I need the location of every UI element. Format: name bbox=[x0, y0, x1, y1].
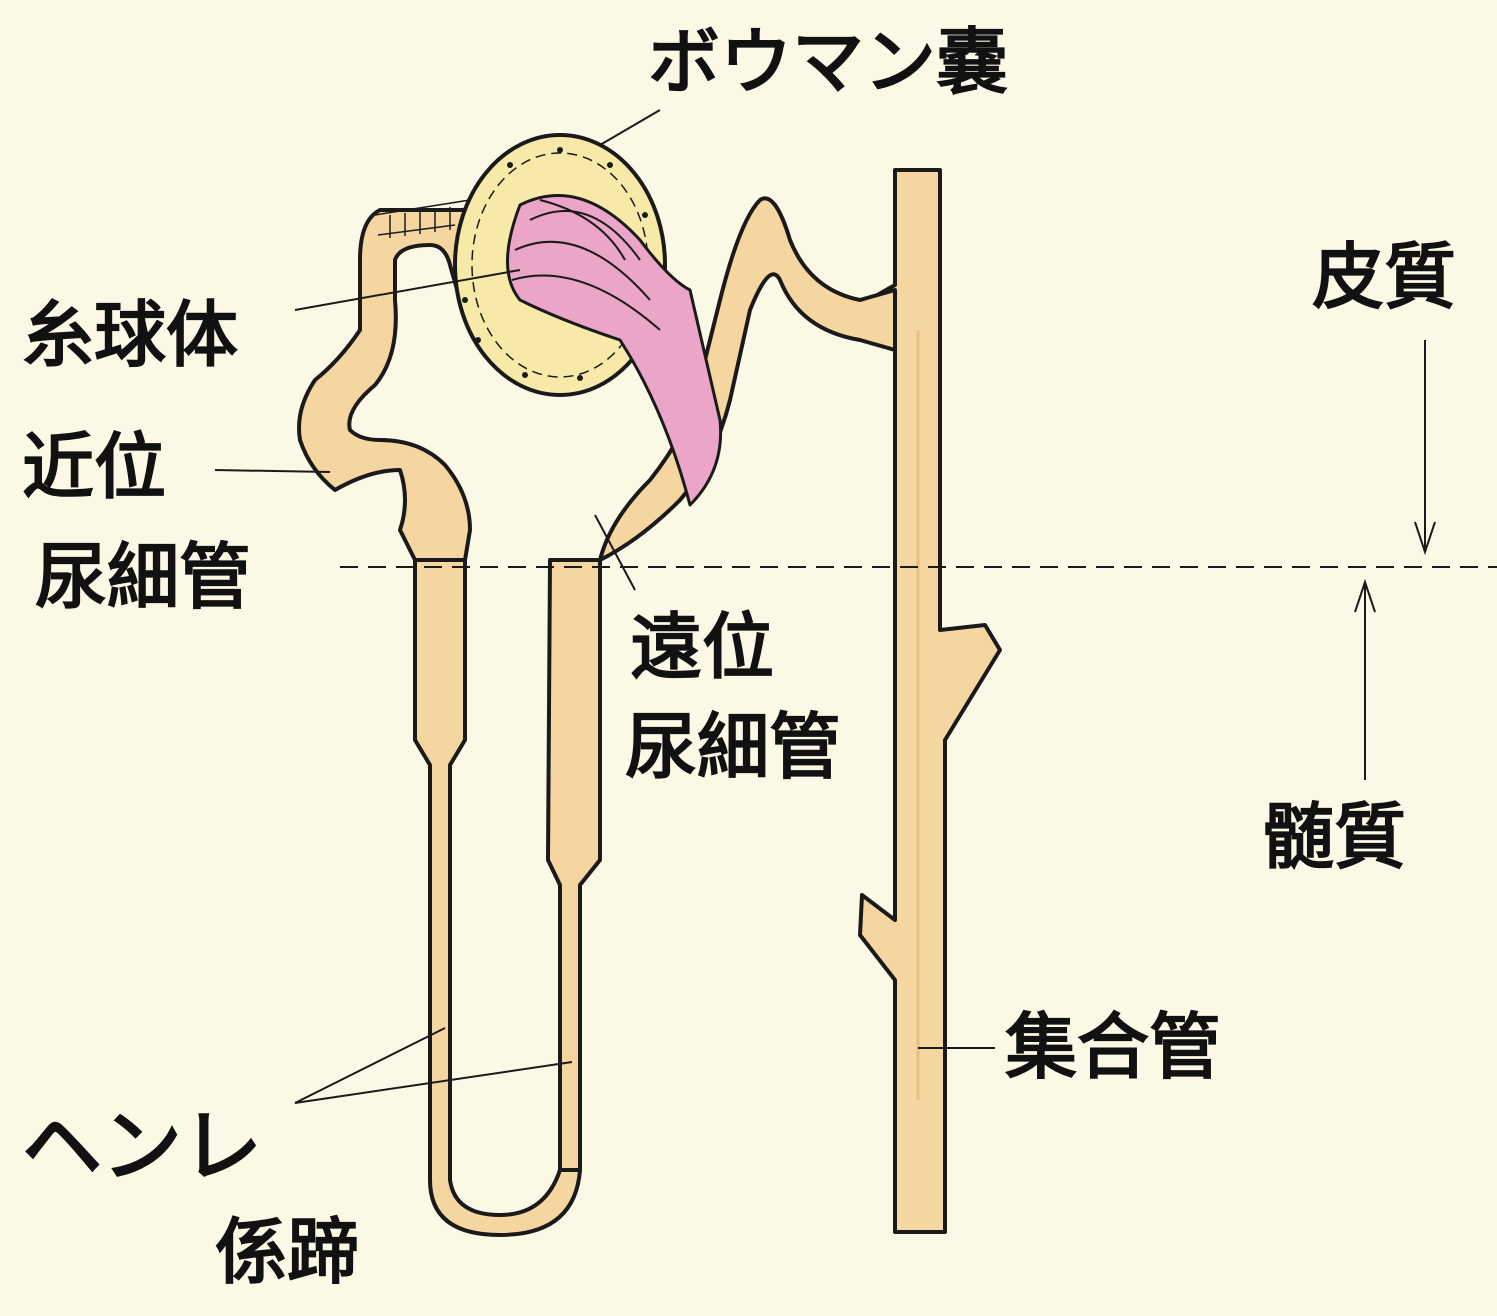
label-henle-loop-1: ヘンレ bbox=[22, 1100, 262, 1193]
leader-henle-2 bbox=[294, 1061, 573, 1104]
leader-proximal bbox=[214, 469, 331, 473]
label-distal-tubule-1: 遠位 bbox=[630, 605, 775, 689]
label-henle-loop-2: 係蹄 bbox=[215, 1210, 360, 1294]
cortex-arrow bbox=[1414, 340, 1436, 556]
label-proximal-tubule-1: 近位 bbox=[22, 425, 167, 509]
leader-bowman bbox=[599, 109, 661, 146]
medulla-arrow bbox=[1354, 578, 1376, 780]
leader-distal bbox=[594, 514, 636, 591]
label-bowman-capsule: ボウマン嚢 bbox=[648, 20, 1009, 104]
label-collecting-duct: 集合管 bbox=[1005, 1005, 1222, 1089]
label-distal-tubule-2: 尿細管 bbox=[625, 705, 842, 789]
leader-glomerulus bbox=[294, 269, 521, 311]
glomerulus-shape bbox=[506, 194, 723, 507]
leader-henle-1 bbox=[294, 1027, 446, 1104]
label-glomerulus: 糸球体 bbox=[22, 293, 239, 377]
label-proximal-tubule-2: 尿細管 bbox=[35, 535, 252, 619]
label-medulla: 髄質 bbox=[1262, 795, 1407, 879]
label-cortex: 皮質 bbox=[1312, 235, 1457, 319]
